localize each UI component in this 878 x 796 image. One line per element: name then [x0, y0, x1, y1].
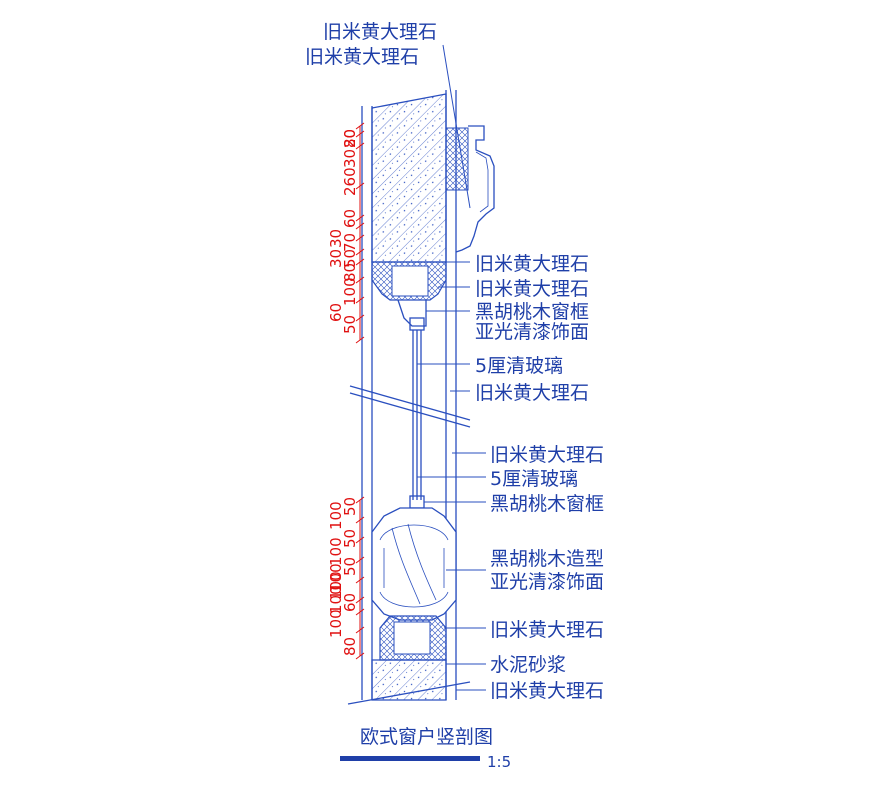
dimension-tick-16 [355, 556, 365, 564]
break-line [349, 385, 471, 428]
dimension-lower-8: 80 [341, 637, 359, 656]
dimension-tick-8 [355, 258, 365, 266]
leader-lines [417, 44, 486, 691]
dimension-tick-10 [355, 296, 365, 304]
top-label-1: 旧米黄大理石 [323, 21, 437, 43]
label-walnut-frame-1: 黑胡桃木窗框 [475, 301, 589, 323]
dimension-upper-9: 80 [341, 263, 359, 282]
dimension-lower-5: 100 [327, 563, 345, 592]
label-marble-1: 旧米黄大理石 [475, 253, 589, 275]
label-matte-finish-2: 亚光清漆饰面 [490, 571, 604, 593]
dimension-lower-2: 50 [341, 529, 359, 548]
dimension-lines [355, 122, 365, 660]
upper-window-frame [397, 299, 427, 331]
dimension-texts: 2030802603060307050806010050501005010050… [327, 129, 359, 656]
dimension-lower-6: 60 [341, 593, 359, 612]
top-label-2: 旧米黄大理石 [305, 46, 419, 68]
dimension-tick-18 [355, 596, 365, 604]
dimension-upper-3: 260 [341, 167, 359, 196]
dimension-tick-17 [355, 576, 365, 584]
dimension-upper-4: 30 [327, 229, 345, 248]
dimension-upper-1: 30 [341, 149, 359, 168]
label-glass-1: 5厘清玻璃 [475, 355, 563, 377]
dimension-lower-1: 100 [327, 501, 345, 530]
dimension-upper-5: 60 [341, 209, 359, 228]
dimension-tick-2 [355, 142, 365, 150]
label-matte-finish-1: 亚光清漆饰面 [475, 321, 589, 343]
dimension-tick-19 [355, 608, 365, 616]
dimension-tick-9 [355, 276, 365, 284]
label-glass-2: 5厘清玻璃 [490, 468, 578, 490]
dimension-tick-7 [355, 248, 365, 256]
dimension-upper-8: 50 [341, 249, 359, 268]
label-cement-mortar: 水泥砂浆 [490, 654, 566, 676]
dimension-upper-12: 50 [341, 315, 359, 334]
dimension-upper-0: 20 [341, 129, 359, 148]
dimension-tick-20 [355, 626, 365, 634]
glass-pane [412, 330, 422, 500]
dimension-lower-9: 100 [327, 609, 345, 638]
dimension-upper-7: 70 [341, 233, 359, 252]
label-marble-6: 旧米黄大理石 [490, 680, 604, 702]
lower-window-frame [371, 495, 457, 621]
title-underline [340, 756, 480, 761]
label-marble-5: 旧米黄大理石 [490, 619, 604, 641]
drawing-title: 欧式窗户竖剖图 [360, 726, 493, 748]
label-marble-3: 旧米黄大理石 [475, 382, 589, 404]
bottom-stone-block [347, 659, 471, 705]
dimension-lower-3: 100 [327, 537, 345, 566]
dimension-lower-4: 50 [341, 557, 359, 576]
dimension-tick-4 [355, 214, 365, 222]
label-marble-2: 旧米黄大理石 [475, 278, 589, 300]
upper-sill [371, 261, 447, 301]
dimension-lower-7: 100 [327, 585, 345, 614]
lower-sill [379, 615, 447, 661]
drawing-scale: 1:5 [487, 753, 511, 771]
label-walnut-frame-2: 黑胡桃木窗框 [490, 493, 604, 515]
dimension-tick-0 [355, 122, 365, 130]
dimension-lower-0: 50 [341, 497, 359, 516]
dimension-upper-11: 100 [341, 277, 359, 306]
dimension-upper-6: 30 [327, 249, 345, 268]
dimension-tick-3 [355, 182, 365, 190]
label-walnut-molding: 黑胡桃木造型 [490, 548, 604, 570]
dimension-tick-5 [355, 222, 365, 230]
dimension-tick-14 [355, 516, 365, 524]
dimension-tick-21 [355, 652, 365, 660]
dimension-tick-15 [355, 536, 365, 544]
dimension-tick-6 [355, 234, 365, 242]
dimension-tick-12 [355, 336, 365, 344]
dimension-lower-10: 100 [327, 571, 345, 600]
dimension-tick-1 [355, 130, 365, 138]
dimension-upper-10: 60 [327, 303, 345, 322]
label-marble-4: 旧米黄大理石 [490, 444, 604, 466]
dimension-tick-11 [355, 314, 365, 322]
cornice-molding [445, 125, 495, 253]
dimension-tick-13 [355, 496, 365, 504]
dimension-upper-2: 80 [341, 129, 359, 148]
